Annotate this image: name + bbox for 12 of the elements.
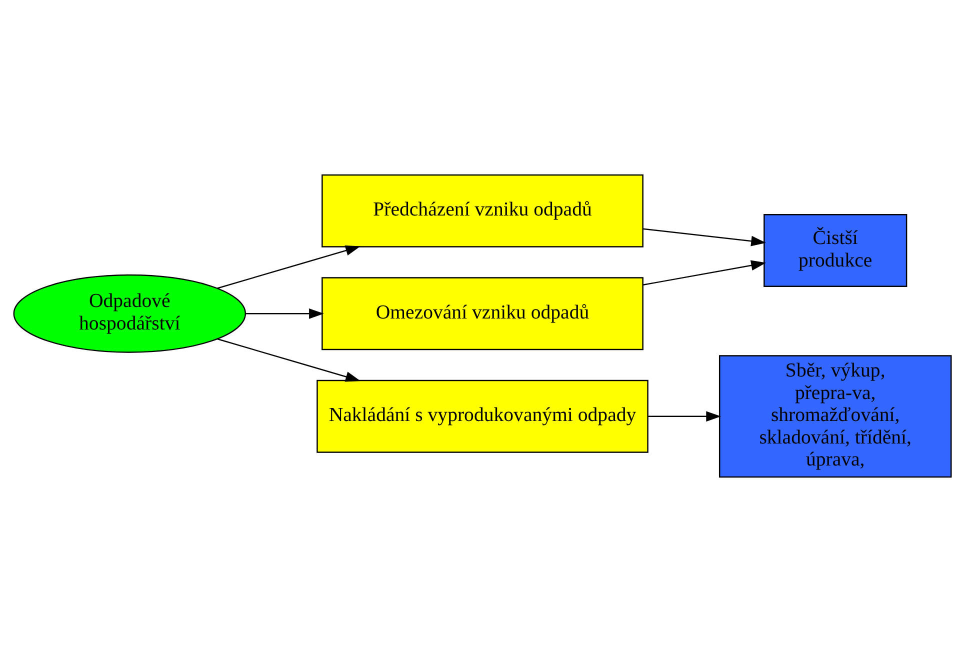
node-box: Omezování vzniku odpadů [322,277,644,350]
arrow [246,308,324,319]
node-box: Čistší produkce [764,214,908,287]
arrow [216,245,360,289]
node-ellipse: Odpadové hospodářství [13,274,246,353]
node-box: Sběr, výkup, přepra-va, shromažďování, skladování, třídění, úprava, [718,355,952,478]
node-box: Předcházení vzniku odpadů [322,174,644,248]
arrow [642,228,766,246]
arrow [216,338,360,382]
arrow [642,260,766,286]
node-box: Nakládání s vyprodukovanými odpady [316,380,648,453]
arrow [648,411,722,422]
